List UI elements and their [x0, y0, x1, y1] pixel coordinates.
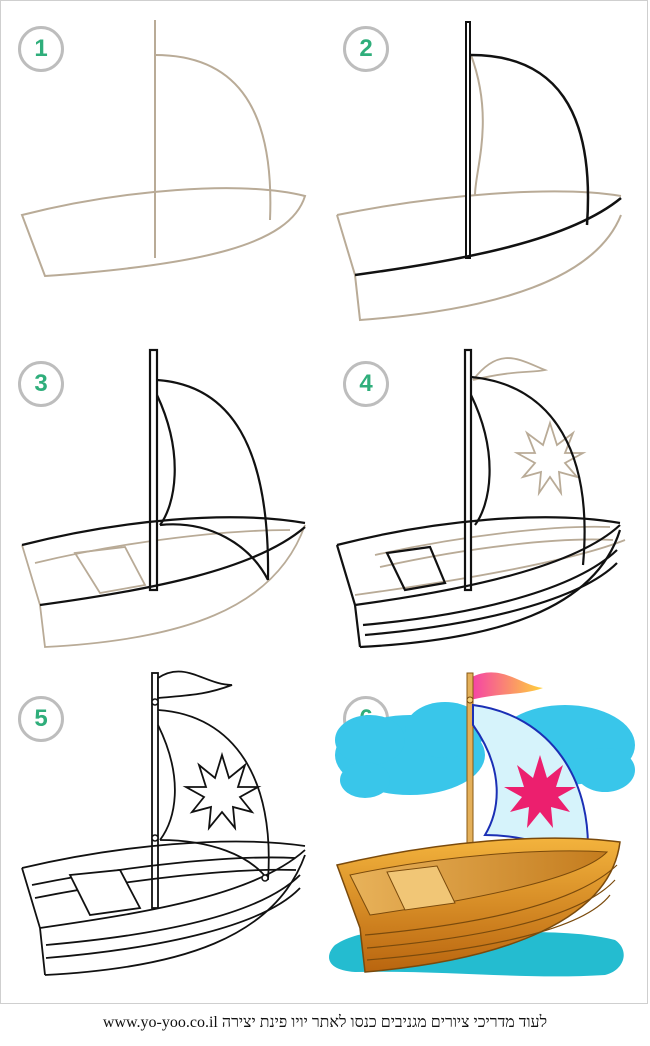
step-number-badge: 4 [343, 361, 389, 407]
step-1-drawing [20, 20, 307, 278]
step-number-badge: 3 [18, 361, 64, 407]
step-2-drawing [336, 21, 622, 322]
step-5-drawing [21, 670, 306, 976]
step-panel-4: 4 [325, 335, 650, 670]
step-panel-2: 2 [325, 0, 650, 335]
step-4-drawing [335, 348, 626, 649]
step-6-drawing [329, 672, 635, 977]
footer-credit: www.yo-yoo.co.il לעוד מדריכי ציורים מגני… [102, 1014, 548, 1031]
step-panel-3: 3 [0, 335, 325, 670]
step-number-badge: 1 [18, 26, 64, 72]
step-panel-6: 6 [325, 670, 650, 1005]
step-number-badge: 2 [343, 26, 389, 72]
step-panel-1: 1 [0, 0, 325, 335]
step-panel-5: 5 [0, 670, 325, 1005]
tutorial-frame [0, 0, 648, 1004]
step-number-badge: 5 [18, 696, 64, 742]
step-3-drawing [21, 348, 306, 648]
